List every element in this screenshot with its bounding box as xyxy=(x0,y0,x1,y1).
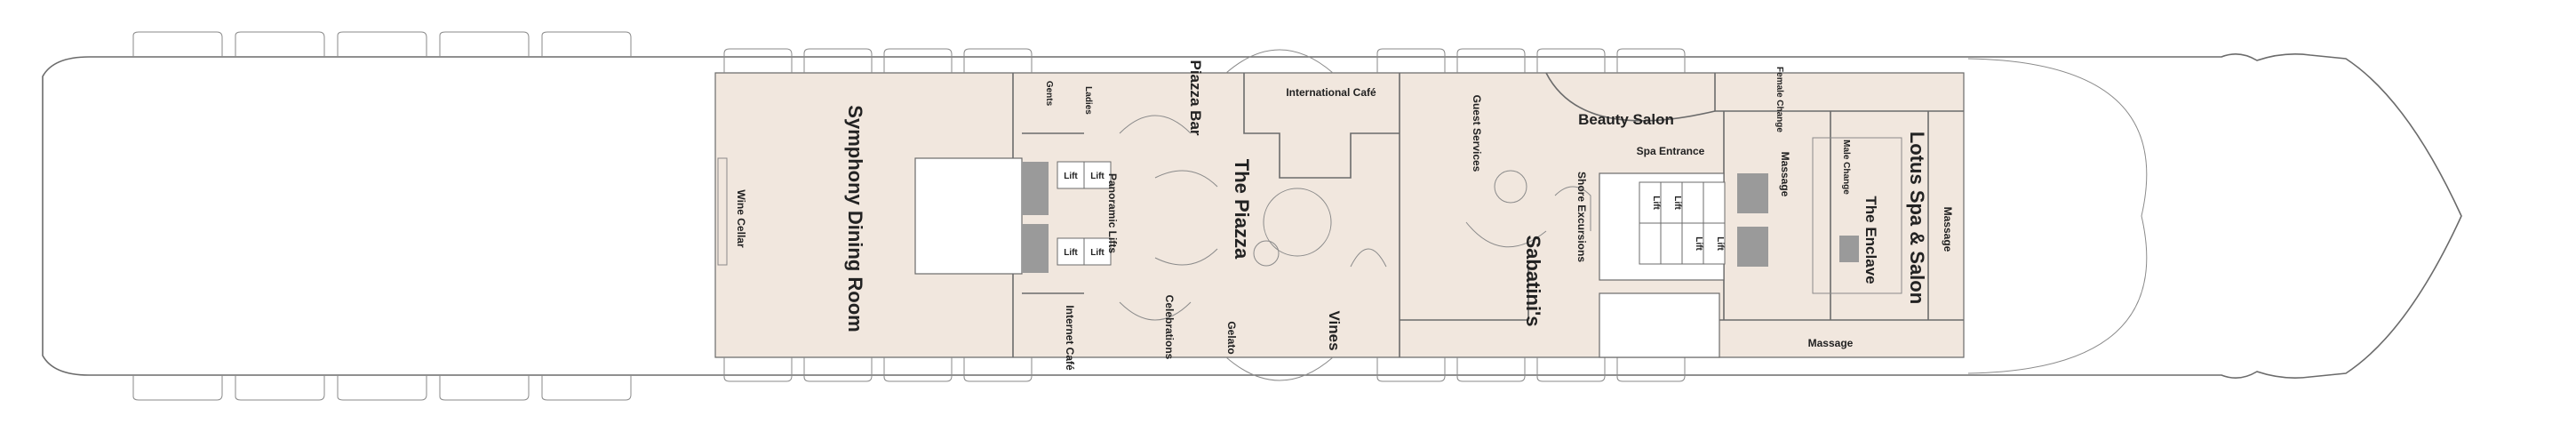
female-change-label: Female Change xyxy=(1774,67,1784,132)
lift-bank-aft: Lift Lift Lift Lift xyxy=(1057,161,1112,266)
symphony-dining-room-label: Symphony Dining Room xyxy=(844,105,866,332)
atrium-stairs-left xyxy=(1022,162,1049,215)
public-area xyxy=(714,72,1965,358)
lift-bank-forward: Lift Lift Lift Lift xyxy=(1639,181,1726,265)
forward-galley-lower xyxy=(1599,292,1720,358)
panoramic-lifts-label: Panoramic Lifts xyxy=(1106,173,1119,253)
massage-label-lower: Massage xyxy=(1808,337,1854,349)
massage-label: Massage xyxy=(1779,152,1791,197)
internet-cafe-label: Internet Café xyxy=(1064,305,1076,371)
enclave-room xyxy=(1812,137,1902,294)
lift-label: Lift xyxy=(1064,248,1078,258)
dining-galley-block xyxy=(914,157,1023,275)
shore-excursions-label: Shore Excursions xyxy=(1575,172,1588,262)
the-enclave-label: The Enclave xyxy=(1862,196,1879,284)
lift-label: Lift xyxy=(1090,172,1105,181)
international-cafe-label: International Café xyxy=(1286,86,1376,99)
the-piazza-label: The Piazza xyxy=(1231,159,1253,260)
enclave-stairs xyxy=(1839,236,1859,262)
atrium-stairs-left-b xyxy=(1022,224,1049,273)
lift-label: Lift xyxy=(1715,236,1725,251)
promenade-bumps xyxy=(723,48,1686,382)
wine-cellar-label: Wine Cellar xyxy=(735,189,747,248)
lift-label: Lift xyxy=(1651,196,1661,210)
sabatinis-features xyxy=(1465,170,1591,248)
beauty-salon-label: Beauty Salon xyxy=(1578,111,1674,128)
lift-label: Lift xyxy=(1672,196,1682,210)
wine-cellar-room xyxy=(717,157,728,266)
guest-services-label: Guest Services xyxy=(1471,95,1483,172)
section-walls xyxy=(1012,72,1964,357)
piazza-bar-label: Piazza Bar xyxy=(1187,60,1204,135)
gelato-label: Gelato xyxy=(1225,321,1238,354)
spa-entrance-label: Spa Entrance xyxy=(1637,145,1705,157)
forward-stairs-a xyxy=(1737,173,1768,213)
gents-label: Gents xyxy=(1044,81,1054,107)
celebrations-label: Celebrations xyxy=(1163,295,1176,360)
piazza-features xyxy=(1119,115,1387,321)
lift-label: Lift xyxy=(1090,248,1105,258)
massage-label-forward: Massage xyxy=(1942,207,1954,252)
ladies-label: Ladies xyxy=(1083,86,1093,115)
lotus-spa-salon-label: Lotus Spa & Salon xyxy=(1906,132,1928,304)
sabatinis-label: Sabatini's xyxy=(1522,235,1544,326)
forward-stairs-b xyxy=(1737,227,1768,267)
aft-cabins xyxy=(132,31,632,401)
lift-label: Lift xyxy=(1694,236,1703,251)
ship-hull xyxy=(42,53,2462,379)
bow-inner-line xyxy=(1967,58,2148,374)
male-change-label: Male Change xyxy=(1841,140,1851,195)
vines-label: Vines xyxy=(1326,310,1343,350)
lift-label: Lift xyxy=(1064,172,1078,181)
